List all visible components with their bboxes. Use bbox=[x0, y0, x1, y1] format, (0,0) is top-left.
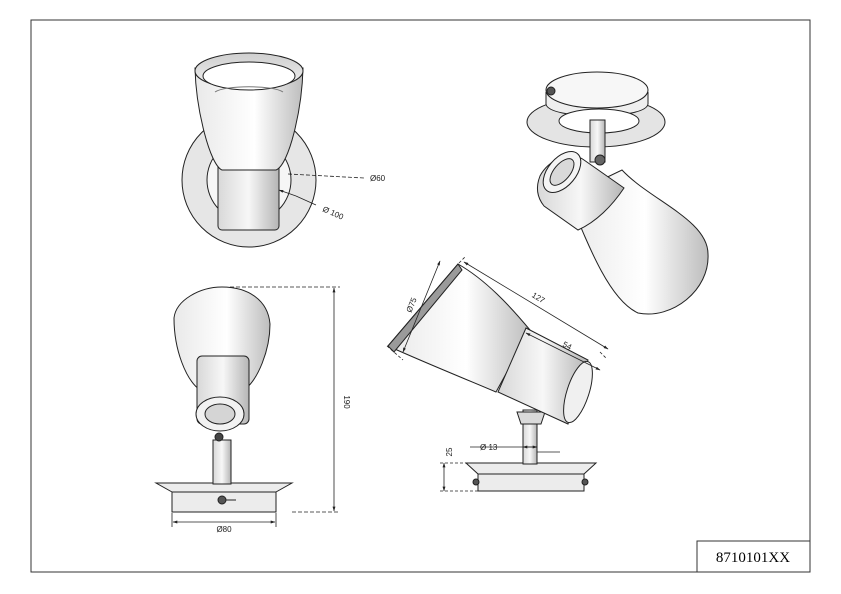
side-view bbox=[154, 286, 294, 513]
front-view-dimensions bbox=[278, 173, 365, 206]
dim-stem-diameter: Ø 13 bbox=[480, 443, 498, 452]
side-joint bbox=[214, 432, 224, 442]
angled-view-dimensions bbox=[386, 255, 609, 492]
side-stem bbox=[212, 439, 232, 485]
title-block-box bbox=[696, 540, 811, 573]
perspective-view bbox=[526, 71, 709, 315]
dim-canopy-inner-diameter: Ø60 bbox=[370, 174, 386, 183]
shade-reflector bbox=[202, 61, 296, 91]
angled-canopy-screw-left bbox=[472, 478, 480, 486]
angled-joint bbox=[516, 411, 546, 425]
angled-canopy bbox=[464, 462, 598, 492]
dim-shade-diameter: Ø75 bbox=[405, 296, 419, 314]
title-block: 8710101XX bbox=[696, 540, 811, 573]
spot-shade bbox=[194, 67, 304, 171]
drawing-frame bbox=[30, 19, 811, 573]
front-view bbox=[181, 52, 317, 248]
perspective-back-cap-inner bbox=[549, 158, 575, 186]
canopy-screw bbox=[546, 86, 556, 96]
dim-canopy-outer-diameter: Ø 100 bbox=[321, 205, 345, 222]
dim-canopy-height: 25 bbox=[445, 447, 454, 456]
joint-screw bbox=[594, 154, 606, 166]
side-canopy-screw bbox=[217, 495, 227, 505]
angled-view bbox=[387, 263, 598, 492]
side-back-cap-inner bbox=[204, 403, 236, 425]
shade-inner-shadow bbox=[214, 86, 284, 93]
angled-canopy-screw-right bbox=[581, 478, 589, 486]
side-view-dimensions bbox=[171, 286, 340, 527]
canopy-plate-top bbox=[545, 71, 649, 109]
dim-total-height: 190 bbox=[342, 395, 351, 409]
dim-canopy-diameter: Ø80 bbox=[216, 525, 232, 534]
product-code: 8710101XX bbox=[716, 550, 790, 566]
